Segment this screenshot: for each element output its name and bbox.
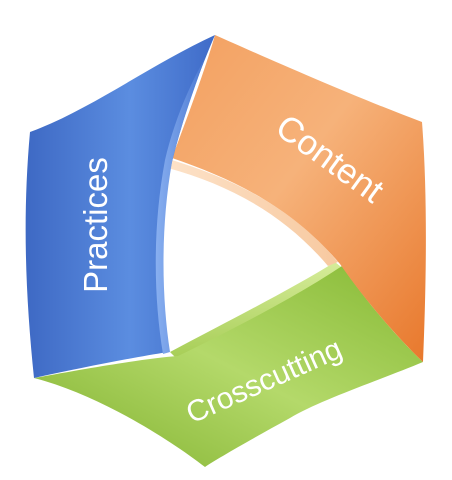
practices-band <box>25 35 216 378</box>
practices-band-face <box>25 35 216 378</box>
crosscutting-band-face <box>34 266 423 467</box>
content-band <box>168 35 426 362</box>
crosscutting-band-top-face <box>170 262 345 360</box>
practices-label: Practices <box>77 157 114 293</box>
practices-band-edge <box>155 58 205 354</box>
content-band-inner-face <box>168 160 338 266</box>
crosscutting-band <box>34 262 423 467</box>
content-band-face <box>172 35 426 362</box>
